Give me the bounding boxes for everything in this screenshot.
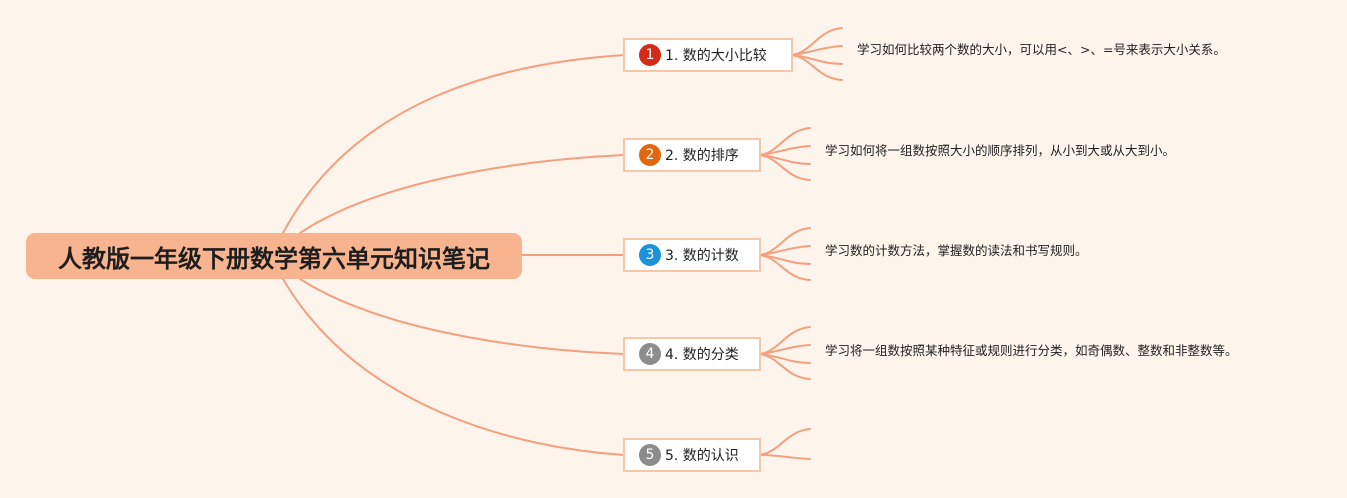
- topic-label-3: 3. 数的计数: [665, 248, 739, 264]
- number-badge-3-icon: 3: [639, 244, 661, 266]
- fan-topic-5-a: [759, 428, 811, 456]
- topic-node-4[interactable]: 4 4. 数的分类: [623, 337, 761, 371]
- topic-description-2: 学习如何将一组数按照大小的顺序排列，从小到大或从大到小。: [825, 143, 1176, 158]
- connector-topic-1: [282, 54, 625, 234]
- number-badge-2-icon: 2: [639, 144, 661, 166]
- fan-topic-3-d: [759, 254, 811, 281]
- fan-topic-4-d: [759, 353, 811, 380]
- fan-topic-2-b: [759, 145, 811, 156]
- mindmap-root-title[interactable]: 人教版一年级下册数学第六单元知识笔记: [26, 233, 522, 279]
- topic-node-2[interactable]: 2 2. 数的排序: [623, 138, 761, 172]
- topic-label-5: 5. 数的认识: [665, 448, 739, 464]
- number-badge-5-icon: 5: [639, 444, 661, 466]
- topic-description-1: 学习如何比较两个数的大小，可以用<、>、=号来表示大小关系。: [857, 42, 1226, 57]
- fan-topic-4-b: [759, 344, 811, 355]
- fan-topic-1-d: [791, 54, 843, 81]
- fan-topic-3-b: [759, 245, 811, 256]
- topic-node-5[interactable]: 5 5. 数的认识: [623, 438, 761, 472]
- topic-label-2: 2. 数的排序: [665, 148, 739, 164]
- number-badge-1-icon: 1: [639, 44, 661, 66]
- topic-label-1: 1. 数的大小比较: [665, 48, 767, 64]
- topic-node-3[interactable]: 3 3. 数的计数: [623, 238, 761, 272]
- connector-topic-2: [299, 154, 625, 234]
- number-badge-4-icon: 4: [639, 343, 661, 365]
- connector-topic-5: [282, 278, 625, 456]
- connector-topic-4: [299, 278, 625, 355]
- fan-topic-2-d: [759, 154, 811, 181]
- topic-description-4: 学习将一组数按照某种特征或规则进行分类，如奇偶数、整数和非整数等。: [825, 343, 1238, 358]
- fan-topic-5-b: [759, 454, 811, 460]
- topic-description-3: 学习数的计数方法，掌握数的读法和书写规则。: [825, 243, 1088, 258]
- topic-label-4: 4. 数的分类: [665, 347, 739, 363]
- topic-node-1[interactable]: 1 1. 数的大小比较: [623, 38, 793, 72]
- fan-topic-1-b: [791, 45, 843, 56]
